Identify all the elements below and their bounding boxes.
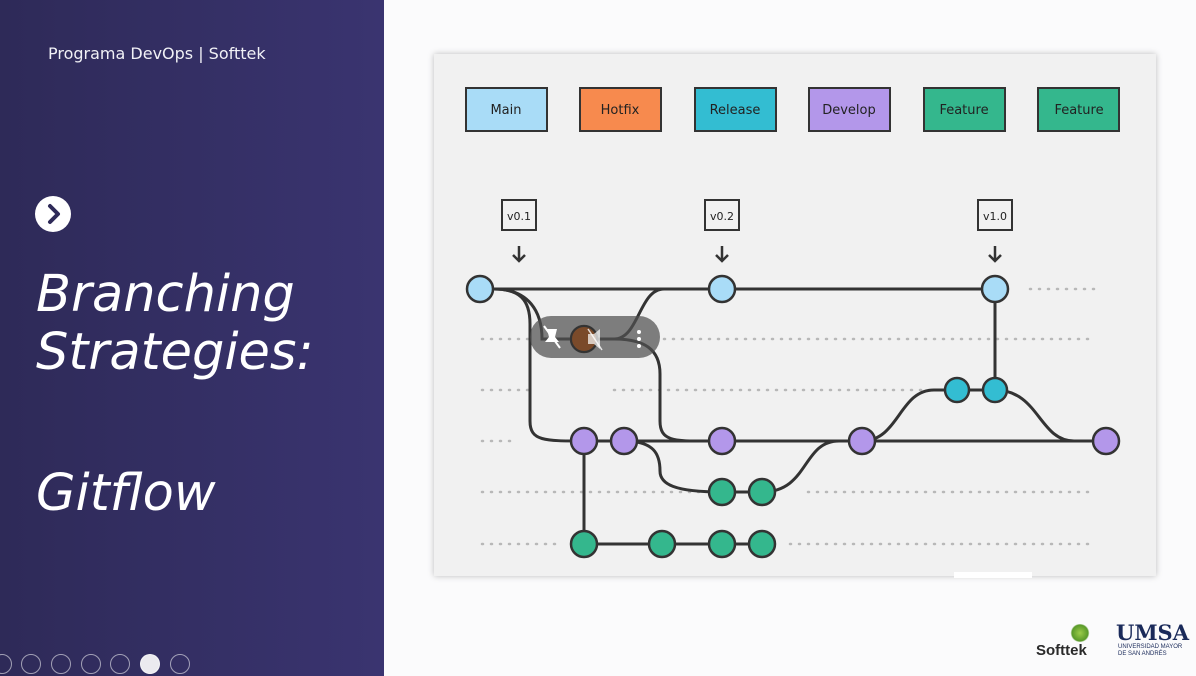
commit-feature[interactable] <box>747 477 777 507</box>
branch-label-text: Develop <box>822 103 876 118</box>
branch-label-main: Main <box>465 87 548 132</box>
umsa-logo: UMSA <box>1116 620 1190 645</box>
branch-label-text: Feature <box>939 103 988 118</box>
tag-v0-2: v0.2 <box>704 199 740 263</box>
slide-left-panel: Programa DevOps | Softtek Branching Stra… <box>0 0 384 676</box>
softtek-logo: Softtek <box>1036 642 1087 659</box>
unpin-icon[interactable] <box>543 325 561 349</box>
logos: Softtek UMSA UNIVERSIDAD MAYOR DE SAN AN… <box>1036 620 1190 668</box>
pen-icon[interactable] <box>51 654 71 674</box>
commit-develop[interactable] <box>847 426 877 456</box>
branch-label-feature-1: Feature <box>923 87 1006 132</box>
title-line-1: Branching <box>36 265 295 324</box>
down-arrow-icon <box>512 246 526 263</box>
commit-main[interactable] <box>707 274 737 304</box>
commit-develop[interactable] <box>707 426 737 456</box>
title-line-2: Strategies: <box>36 323 314 382</box>
branch-label-hotfix: Hotfix <box>579 87 662 132</box>
slides-grid-icon[interactable] <box>81 654 101 674</box>
tag-label: v1.0 <box>983 210 1007 223</box>
commit-develop[interactable] <box>1091 426 1121 456</box>
next-slide-icon[interactable] <box>21 654 41 674</box>
slide-header: Programa DevOps | Softtek <box>48 44 266 63</box>
tag-label: v0.2 <box>710 210 734 223</box>
lane-guides <box>480 287 1098 546</box>
branch-label-text: Hotfix <box>601 103 640 118</box>
camera-icon[interactable] <box>140 654 160 674</box>
commit-develop[interactable] <box>609 426 639 456</box>
gitflow-diagram: Main Hotfix Release Develop Feature Feat… <box>434 54 1156 576</box>
title-line-3: Gitflow <box>36 464 216 523</box>
down-arrow-icon <box>715 246 729 263</box>
branch-label-text: Main <box>490 103 521 118</box>
commit-feature[interactable] <box>707 529 737 559</box>
video-overlay-controls[interactable] <box>530 316 660 358</box>
next-arrow-icon <box>35 196 71 232</box>
commit-main[interactable] <box>465 274 495 304</box>
umsa-logo-subtitle: UNIVERSIDAD MAYOR DE SAN ANDRÉS <box>1118 644 1183 657</box>
zoom-icon[interactable] <box>110 654 130 674</box>
down-arrow-icon <box>988 246 1002 263</box>
commit-feature[interactable] <box>747 529 777 559</box>
slide-title: Branching Strategies: <box>36 266 314 382</box>
commit-feature[interactable] <box>569 529 599 559</box>
commit-release[interactable] <box>943 376 971 404</box>
branch-label-release: Release <box>694 87 777 132</box>
branch-label-develop: Develop <box>808 87 891 132</box>
branch-label-feature-2: Feature <box>1037 87 1120 132</box>
commit-main[interactable] <box>980 274 1010 304</box>
presentation-toolbar <box>0 652 200 676</box>
branch-label-text: Release <box>710 103 761 118</box>
tag-v0-1: v0.1 <box>501 199 537 263</box>
commit-release[interactable] <box>981 376 1009 404</box>
softtek-logo-icon <box>1070 624 1090 642</box>
more-options-icon[interactable] <box>170 654 190 674</box>
more-vertical-icon[interactable] <box>637 330 641 348</box>
panel-strip <box>954 572 1032 578</box>
prev-slide-icon[interactable] <box>0 654 12 674</box>
commit-develop[interactable] <box>569 426 599 456</box>
tag-label: v0.1 <box>507 210 531 223</box>
mute-icon[interactable] <box>587 328 603 351</box>
tag-v1-0: v1.0 <box>977 199 1013 263</box>
branch-label-text: Feature <box>1054 103 1103 118</box>
commit-feature[interactable] <box>647 529 677 559</box>
commit-feature[interactable] <box>707 477 737 507</box>
